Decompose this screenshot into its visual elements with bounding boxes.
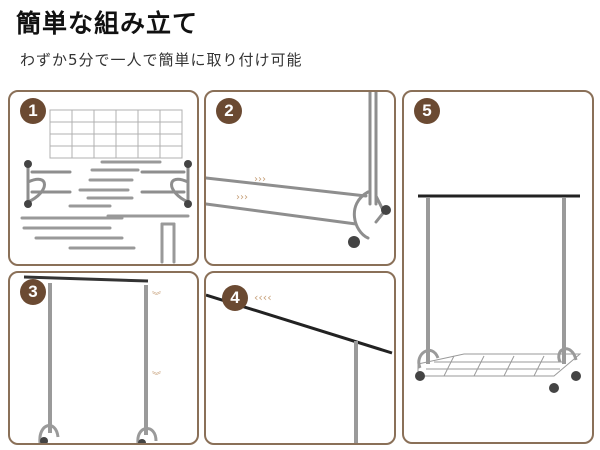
step-badge: 5 [414,98,440,124]
attach-top-bar-illustration: ︾ ︾ [23,275,161,443]
step-4-panel: 4 ‹‹‹‹ [204,271,396,445]
step-5-panel: 5 [402,90,594,444]
upper-pole [206,176,368,198]
parts-layout-illustration [20,109,192,264]
poles [20,160,190,264]
casters [24,160,192,208]
shelf-grid [49,109,183,159]
bottom-shelf [417,353,582,377]
page-subtitle: わずか5分で一人で簡単に取り付け可能 [20,51,303,69]
direction-arrows: ››› ››› [236,174,266,203]
step-badge: 4 [222,285,248,311]
insert-poles-illustration: ››› ››› [206,92,391,248]
casters [348,205,391,248]
step-1-panel: 1 [8,90,199,266]
step-badge: 1 [20,98,46,124]
down-arrows: ︾ ︾ [152,291,161,382]
svg-text:›››: ››› [254,174,266,185]
lower-pole [206,202,358,226]
casters [415,371,581,393]
step-3-panel: 3 ︾ ︾ [8,271,199,445]
page-title: 簡単な組み立て [16,9,199,38]
step-2-panel: 2 ››› ››› [204,90,396,266]
svg-text:︾: ︾ [152,291,161,302]
base-frames [26,162,190,204]
step-badge: 2 [216,98,242,124]
top-bar [23,275,149,283]
svg-text:›››: ››› [236,192,248,203]
direction-arrows: ‹‹‹‹ [254,291,272,304]
assembled-rack-illustration [415,194,582,393]
step-badge: 3 [20,279,46,305]
svg-text:︾: ︾ [152,371,161,382]
